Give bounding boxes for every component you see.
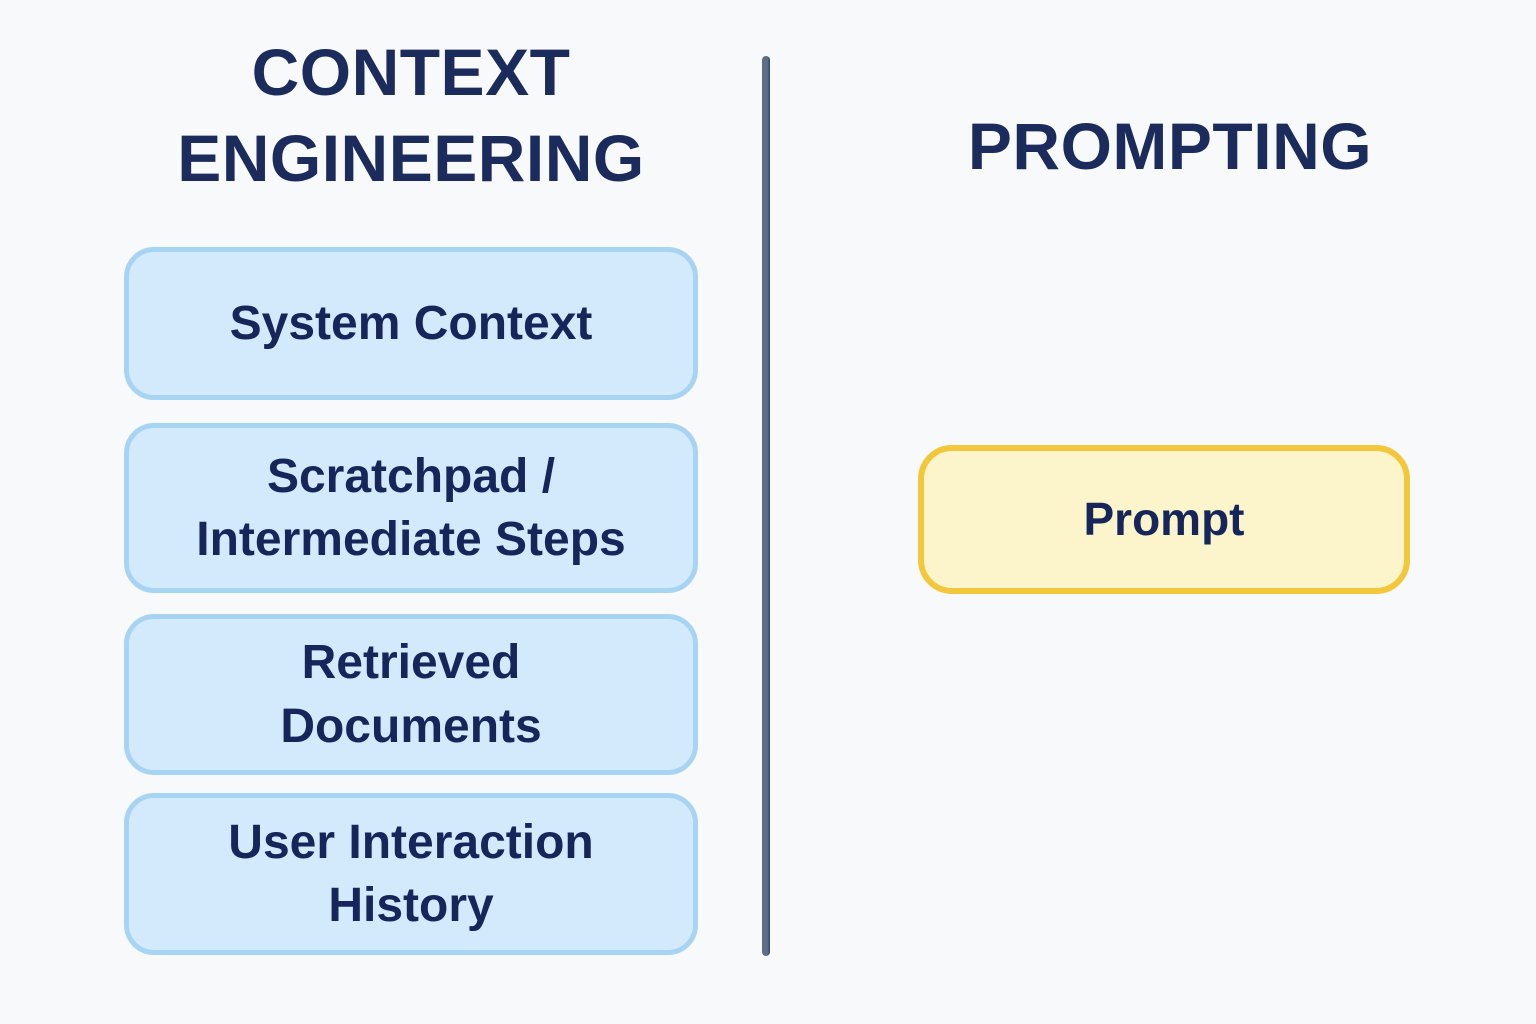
prompt-box: Prompt xyxy=(918,445,1410,594)
prompting-title: PROMPTING xyxy=(967,109,1373,183)
divider-line xyxy=(762,56,770,956)
scratchpad-intermediate-steps-box: Scratchpad / Intermediate Steps xyxy=(124,423,698,593)
context-engineering-title: CONTEXT ENGINEERING xyxy=(177,35,645,195)
system-context-box: System Context xyxy=(124,247,698,400)
retrieved-documents-box: Retrieved Documents xyxy=(124,614,698,775)
user-interaction-history-box: User Interaction History xyxy=(124,793,698,955)
